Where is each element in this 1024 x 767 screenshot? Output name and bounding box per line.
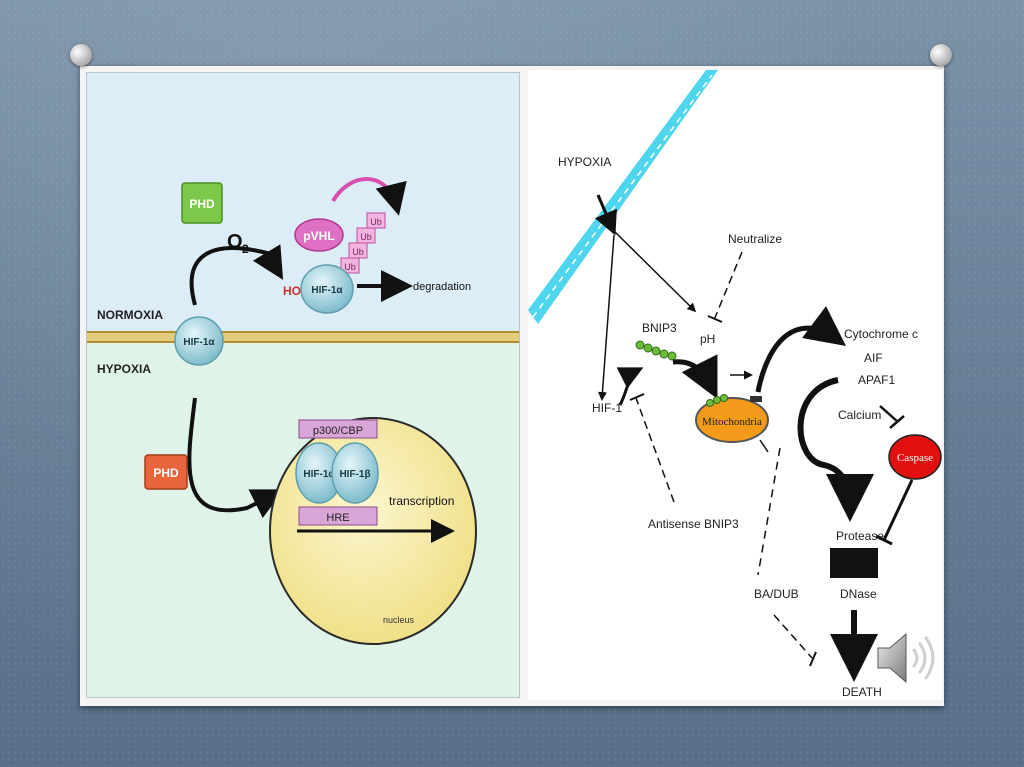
ba-dub-text: BA/DUB — [754, 587, 799, 601]
hif-beta-label: HIF-1β — [339, 469, 370, 480]
pin-right-icon — [930, 44, 952, 66]
degradation-label: degradation — [413, 281, 471, 293]
speaker-icon[interactable] — [870, 626, 940, 690]
svg-text:Ub: Ub — [370, 217, 382, 227]
svg-text:Ub: Ub — [360, 232, 372, 242]
cytochrome-text: Cytochrome c — [844, 327, 918, 341]
pin-left-icon — [70, 44, 92, 66]
hypoxia-label: HYPOXIA — [97, 362, 151, 376]
aif-text: AIF — [864, 351, 883, 365]
ph-text: pH — [700, 332, 715, 346]
hif1-text: HIF-1 — [592, 401, 622, 415]
hif-diagram-svg: NORMOXIA HYPOXIA PHD O 2 pVHL Ub Ub Ub U… — [87, 73, 519, 697]
p300-label: p300/CBP — [313, 425, 363, 437]
calcium-text: Calcium — [838, 408, 881, 422]
hypoxia-death-pathway: HYPOXIA Neutralize BNIP3 pH HIF-1 Cytoch… — [528, 70, 942, 700]
hif-regulation-diagram: NORMOXIA HYPOXIA PHD O 2 pVHL Ub Ub Ub U… — [86, 72, 520, 698]
transcription-label: transcription — [389, 494, 454, 508]
svg-text:Ub: Ub — [352, 247, 364, 257]
hypoxia-text: HYPOXIA — [558, 155, 611, 169]
dnase-text: DNase — [840, 587, 877, 601]
normoxia-label: NORMOXIA — [97, 308, 163, 322]
hif-alpha-label: HIF-1α — [303, 469, 335, 480]
bnip3-beads — [636, 341, 676, 360]
hif-degraded-label: HIF-1α — [311, 285, 343, 296]
mitochondria-label: Mitochondria — [702, 416, 762, 428]
antisense-text: Antisense BNIP3 — [648, 517, 739, 531]
caspase-label: Caspase — [897, 452, 933, 464]
phd-bottom-label: PHD — [153, 466, 179, 480]
bnip3-text: BNIP3 — [642, 321, 677, 335]
phd-top-label: PHD — [189, 197, 215, 211]
svg-text:Ub: Ub — [344, 262, 356, 272]
neutralize-text: Neutralize — [728, 232, 782, 246]
pathway-diagram-svg: HYPOXIA Neutralize BNIP3 pH HIF-1 Cytoch… — [528, 70, 942, 700]
ho-label: HO — [283, 284, 301, 298]
hre-label: HRE — [326, 512, 349, 524]
protease-dnase-block — [830, 548, 878, 578]
hif-center-label: HIF-1α — [183, 337, 215, 348]
apaf1-text: APAF1 — [858, 373, 895, 387]
pvhl-label: pVHL — [303, 229, 334, 243]
nucleus-label: nucleus — [383, 615, 415, 625]
